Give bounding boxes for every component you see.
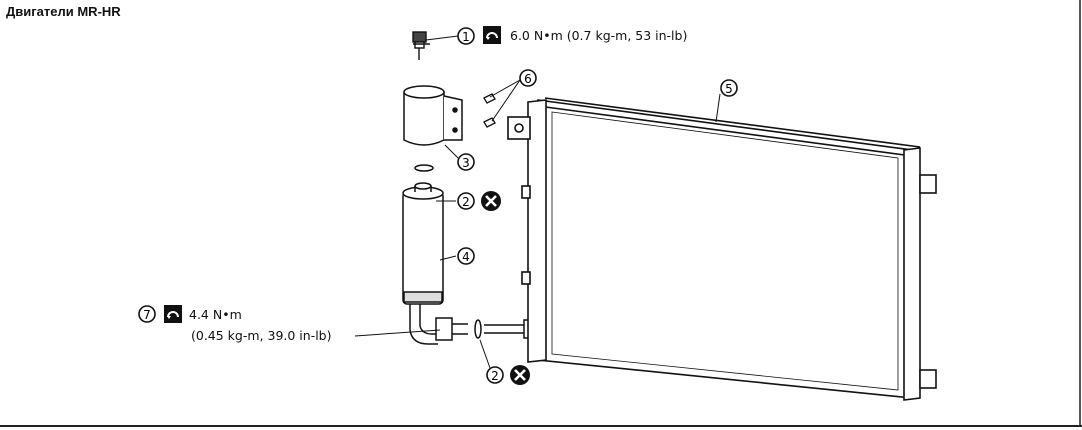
bolt-part xyxy=(412,31,430,60)
liquid-tank-part xyxy=(402,182,444,305)
torque-wrench-icon xyxy=(164,305,182,323)
bracket-bolts xyxy=(483,93,496,128)
callout-7: 7 xyxy=(138,305,156,323)
callout-1-label: 1 xyxy=(462,30,470,44)
callout-2-upper: 2 xyxy=(457,192,475,210)
diagram-title: Двигатели MR-HR xyxy=(6,4,121,19)
connecting-pipe xyxy=(409,304,539,345)
o-ring-lower xyxy=(474,319,482,339)
torque-spec-bottom-value: 4.4 N•m xyxy=(189,307,242,322)
do-not-reuse-x-icon xyxy=(481,191,501,211)
torque-wrench-icon xyxy=(483,26,501,44)
do-not-reuse-x-icon xyxy=(510,365,530,385)
condenser-part xyxy=(507,97,937,401)
callout-2-upper-label: 2 xyxy=(462,195,470,209)
callout-3-label: 3 xyxy=(462,156,470,170)
leader-lines xyxy=(354,35,721,369)
callout-1: 1 xyxy=(457,27,475,45)
bracket-part xyxy=(403,85,463,146)
callout-5-label: 5 xyxy=(725,82,733,96)
torque-spec-top: 6.0 N•m (0.7 kg-m, 53 in-lb) xyxy=(510,28,688,43)
callout-6: 6 xyxy=(519,69,537,87)
callout-3: 3 xyxy=(457,153,475,171)
callout-7-label: 7 xyxy=(143,308,151,322)
callout-5: 5 xyxy=(720,79,738,97)
callout-6-label: 6 xyxy=(524,72,532,86)
callout-4: 4 xyxy=(457,247,475,265)
torque-spec-bottom-detail: (0.45 kg-m, 39.0 in-lb) xyxy=(191,328,332,343)
o-ring-upper xyxy=(414,164,434,172)
callout-2-lower: 2 xyxy=(486,366,504,384)
callout-4-label: 4 xyxy=(462,250,470,264)
callout-2-lower-label: 2 xyxy=(491,369,499,383)
